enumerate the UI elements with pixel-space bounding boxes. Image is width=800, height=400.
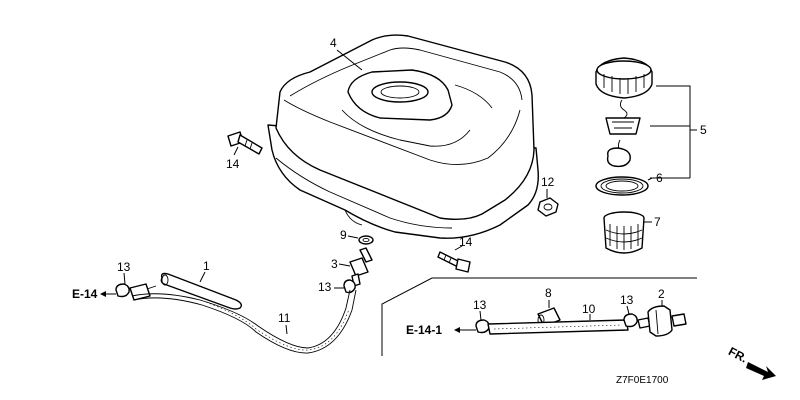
callout-1: 1 [203, 259, 210, 273]
fuel-cap [595, 57, 653, 168]
clip-inset-left [475, 319, 490, 334]
clip-inset-right [623, 313, 638, 328]
callout-3: 3 [331, 257, 338, 271]
callout-13-joint: 13 [318, 280, 332, 294]
callout-10: 10 [582, 302, 596, 316]
strainer-seal [595, 176, 649, 196]
callout-13-inset-right: 13 [620, 293, 634, 307]
diagram-code: Z7F0E1700 [616, 375, 669, 386]
inset-border [381, 277, 697, 356]
fuel-tube-11 [131, 289, 357, 354]
fuel-tank [267, 34, 539, 239]
tank-bolt-upper [227, 131, 263, 155]
fuel-tube-1 [129, 272, 243, 310]
callout-13-left: 13 [117, 260, 131, 274]
callout-13-inset-left: 13 [473, 298, 487, 312]
reference-e14-1: E-14-1 [406, 323, 442, 337]
callout-5: 5 [700, 123, 707, 137]
reference-e14: E-14 [72, 287, 98, 301]
callout-11: 11 [278, 311, 291, 325]
callout-2: 2 [658, 287, 665, 301]
direction-label: FR. [726, 344, 750, 365]
washer [358, 235, 374, 245]
callout-14-lower: 14 [459, 235, 473, 249]
fuel-tube-10 [487, 319, 629, 335]
callout-9: 9 [340, 228, 347, 242]
tank-bolt-lower [437, 251, 471, 273]
front-direction-arrow [746, 362, 776, 380]
fuel-strainer [603, 211, 645, 254]
fuel-filter [637, 305, 687, 337]
callout-14-upper: 14 [226, 157, 240, 171]
callout-4: 4 [330, 36, 337, 50]
nut [537, 197, 559, 217]
callout-12: 12 [541, 175, 555, 189]
callout-6: 6 [656, 171, 663, 185]
callout-7: 7 [654, 215, 661, 229]
clip-joint [343, 279, 356, 294]
callout-8: 8 [545, 286, 552, 300]
fuel-joint [349, 247, 373, 287]
clip-left [115, 283, 130, 298]
